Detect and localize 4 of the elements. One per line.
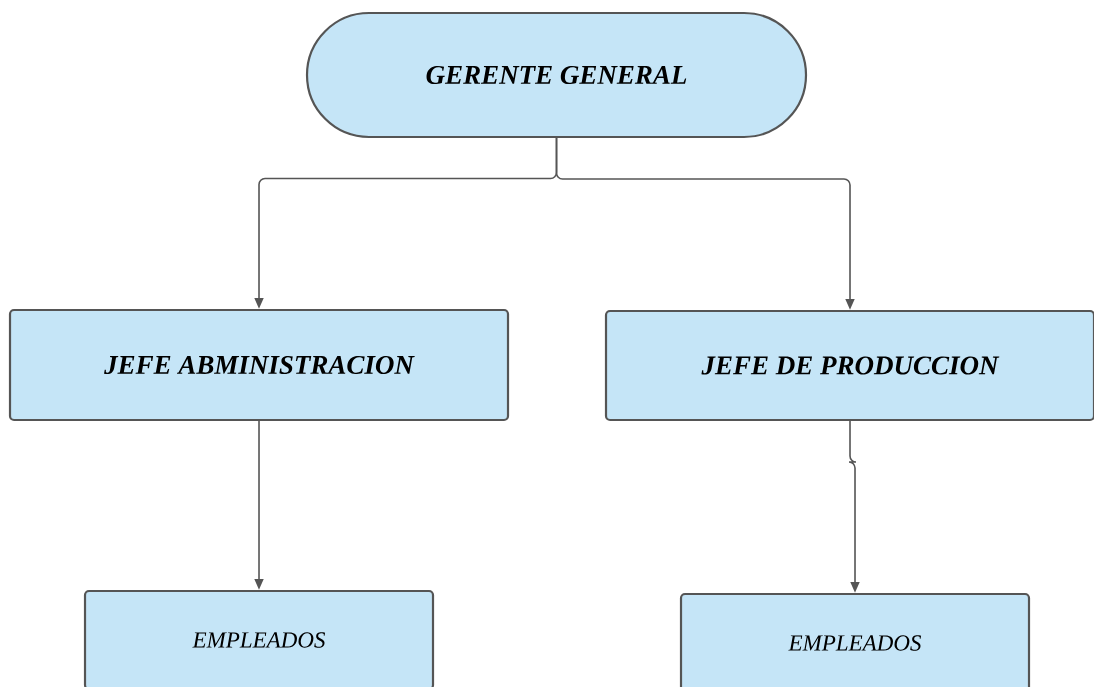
manager-box: JEFE DE PRODUCCION [604, 309, 1094, 422]
staff-box: EMPLEADOS [679, 592, 1031, 687]
staff-box: EMPLEADOS [83, 589, 435, 687]
manager-box: JEFE ABMINISTRACION [8, 308, 510, 422]
